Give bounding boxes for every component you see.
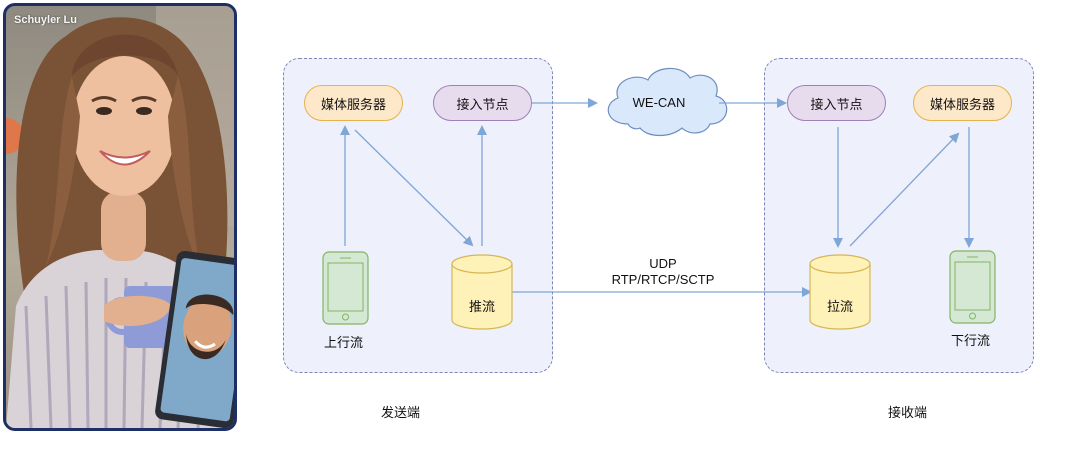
- uplink-label: 上行流: [324, 336, 364, 351]
- photo-illustration: [6, 6, 234, 428]
- downlink-label: 下行流: [951, 334, 991, 349]
- profile-photo: Schuyler Lu: [3, 3, 237, 431]
- sender-media-server-node: 媒体服务器: [304, 85, 403, 121]
- protocol-line-rtp: RTP/RTCP/SCTP: [611, 272, 715, 287]
- push-label: 推流: [468, 300, 495, 315]
- sender-group-label: 发送端: [381, 406, 421, 421]
- protocol-line-udp: UDP: [649, 256, 677, 271]
- sender-access-node: 接入节点: [433, 85, 532, 121]
- receiver-media-server-node: 媒体服务器: [913, 85, 1012, 121]
- receiver-access-node: 接入节点: [787, 85, 886, 121]
- cloud-label: WE-CAN: [632, 95, 686, 110]
- pull-label: 拉流: [826, 300, 853, 315]
- receiver-group-label: 接收端: [888, 406, 928, 421]
- protocol-label: UDP RTP/RTCP/SCTP: [583, 256, 743, 288]
- photo-name-overlay: Schuyler Lu: [14, 14, 77, 26]
